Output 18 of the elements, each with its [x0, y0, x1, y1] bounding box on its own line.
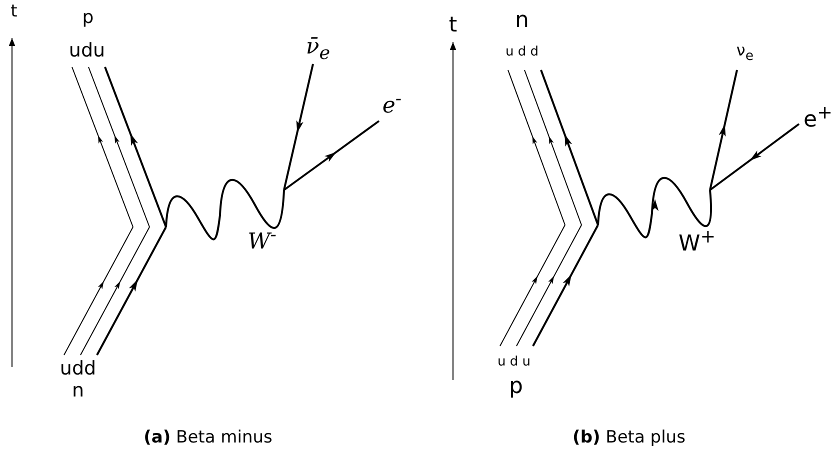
quark-label: udu	[68, 42, 106, 60]
particle-label: p	[82, 9, 94, 27]
particle-label: ν$_{e}$	[736, 42, 754, 64]
particle-label: ν̄$_{e}$	[306, 36, 330, 64]
quark-label: udd	[60, 360, 96, 378]
figure-caption: (b) Beta plus	[572, 430, 686, 446]
particle-label: p	[509, 376, 523, 398]
time-label: t	[448, 14, 458, 36]
quark-label: u d d	[506, 46, 538, 58]
time-label: t	[10, 4, 18, 20]
particle-label: e$^{+}$	[804, 104, 832, 132]
particle-label: W$^{+}$	[678, 228, 716, 256]
figure-caption: (a) Beta minus	[144, 430, 272, 446]
particle-label: W$^{-}$	[248, 226, 276, 254]
quark-label: u d u	[498, 356, 530, 368]
particle-label: n	[72, 382, 84, 400]
particle-label: n	[515, 10, 529, 32]
particle-label: e$^{-}$	[382, 90, 402, 118]
